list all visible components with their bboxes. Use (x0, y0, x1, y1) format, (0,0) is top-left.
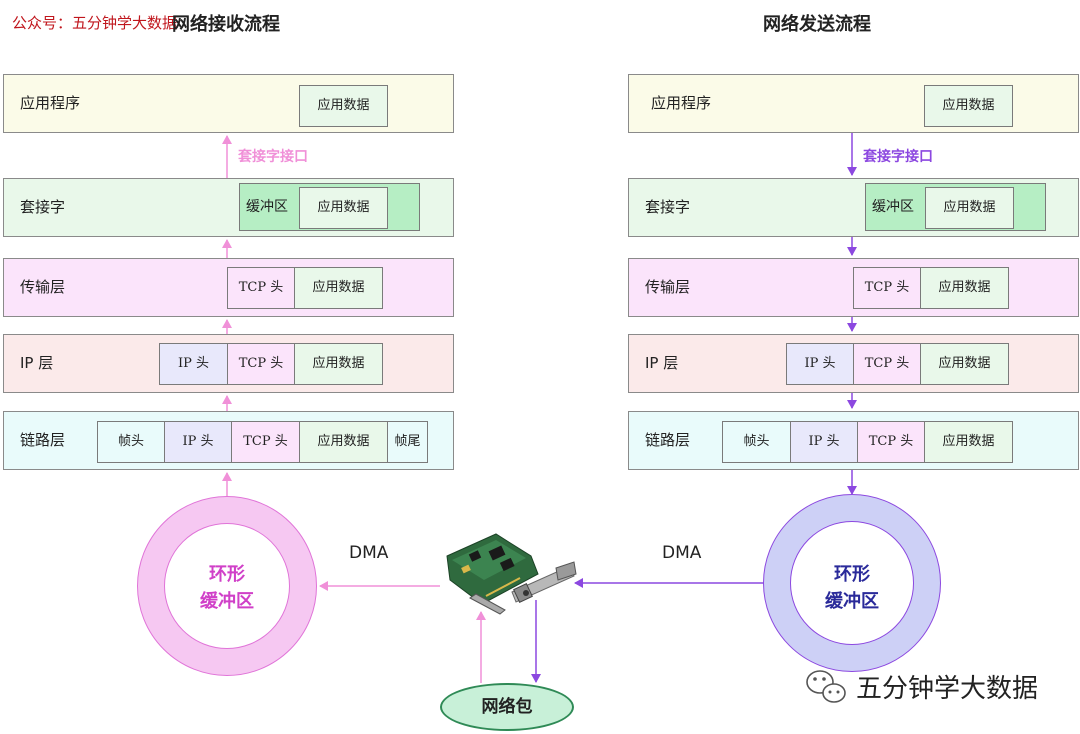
send-ring-label-line1: 环形 (834, 564, 870, 585)
send-transport-app-data: 应用数据 (920, 267, 1009, 309)
send-link-frame-header: 帧头 (722, 421, 791, 463)
recv-dma-label: DMA (349, 543, 389, 563)
send-arrows (531, 133, 857, 683)
recv-link-frame-trailer: 帧尾 (387, 421, 428, 463)
recv-transport-tcp-header: TCP 头 (227, 267, 295, 309)
recv-link-ip-header: IP 头 (164, 421, 232, 463)
brand-name: 五分钟学大数据 (856, 674, 1039, 704)
send-link-layer-label: 链路层 (645, 431, 691, 449)
recv-socket-interface-label: 套接字接口 (238, 149, 308, 165)
send-app-data-cell: 应用数据 (924, 85, 1013, 127)
send-ip-layer-label: IP 层 (645, 354, 679, 372)
send-socket-app-data-cell: 应用数据 (925, 187, 1014, 229)
send-ip-ip-header: IP 头 (786, 343, 854, 385)
recv-socket-layer-label: 套接字 (20, 198, 66, 216)
recv-arrows (222, 135, 486, 683)
recv-link-app-data: 应用数据 (299, 421, 388, 463)
send-ring-buffer (763, 494, 941, 672)
network-packet: 网络包 (440, 683, 574, 731)
recv-link-frame-header: 帧头 (97, 421, 165, 463)
send-ring-label-line2: 缓冲区 (825, 591, 879, 612)
send-app-layer-label: 应用程序 (651, 94, 712, 112)
recv-buffer-label: 缓冲区 (246, 199, 288, 215)
recv-app-layer-label: 应用程序 (20, 94, 81, 112)
send-socket-layer-label: 套接字 (645, 198, 691, 216)
recv-ring-label: 环形 缓冲区 (167, 561, 287, 615)
send-buffer-label: 缓冲区 (872, 199, 914, 215)
recv-link-layer-label: 链路层 (20, 431, 66, 449)
wechat-logo-icon (806, 670, 846, 703)
recv-ip-ip-header: IP 头 (159, 343, 228, 385)
recv-ring-buffer (137, 496, 317, 676)
recv-ip-tcp-header: TCP 头 (227, 343, 295, 385)
network-card-icon (446, 533, 577, 615)
send-transport-tcp-header: TCP 头 (853, 267, 921, 309)
send-socket-interface-label: 套接字接口 (863, 149, 933, 165)
send-link-ip-header: IP 头 (790, 421, 858, 463)
receive-flow-title: 网络接收流程 (172, 14, 280, 35)
recv-ring-label-line2: 缓冲区 (200, 591, 254, 612)
send-ip-app-data: 应用数据 (920, 343, 1009, 385)
send-transport-layer-label: 传输层 (645, 278, 691, 296)
send-flow-title: 网络发送流程 (763, 14, 871, 35)
recv-ring-label-line1: 环形 (209, 564, 245, 585)
send-link-tcp-header: TCP 头 (857, 421, 925, 463)
recv-ip-layer-label: IP 层 (20, 354, 54, 372)
send-ring-label: 环形 缓冲区 (792, 561, 912, 615)
recv-app-data-cell: 应用数据 (299, 85, 388, 127)
recv-ip-app-data: 应用数据 (294, 343, 383, 385)
recv-transport-app-data: 应用数据 (294, 267, 383, 309)
recv-transport-layer-label: 传输层 (20, 278, 66, 296)
send-ip-tcp-header: TCP 头 (853, 343, 921, 385)
recv-link-tcp-header: TCP 头 (231, 421, 300, 463)
send-link-app-data: 应用数据 (924, 421, 1013, 463)
watermark: 公众号：五分钟学大数据 (12, 14, 178, 32)
send-dma-label: DMA (662, 543, 702, 563)
recv-socket-app-data-cell: 应用数据 (299, 187, 388, 229)
